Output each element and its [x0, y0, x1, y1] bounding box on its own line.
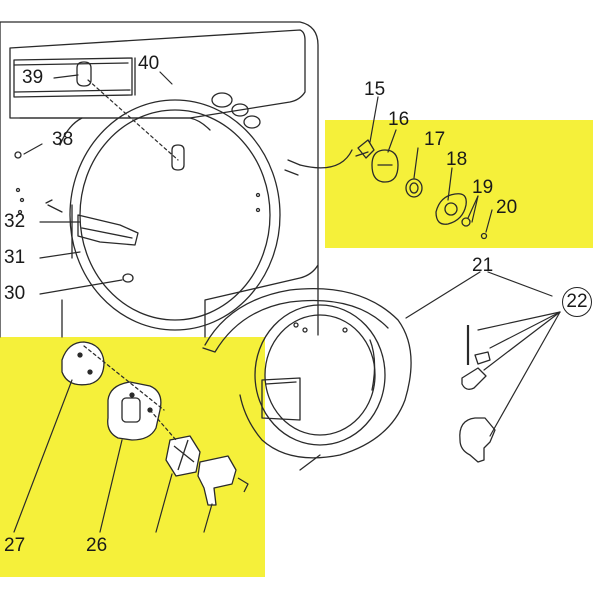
part-17 [405, 178, 423, 198]
callout-32: 32 [4, 211, 26, 232]
callout-19: 19 [472, 177, 494, 198]
door-assembly [204, 287, 412, 459]
callout-20: 20 [496, 197, 518, 218]
callout-38: 38 [52, 129, 74, 150]
callout-17: 17 [424, 129, 446, 150]
callout-39: 39 [22, 67, 44, 88]
part-18 [435, 193, 467, 225]
callout-30: 30 [4, 283, 26, 304]
callout-40: 40 [138, 53, 160, 74]
callout-21: 21 [472, 255, 494, 276]
control-panel [9, 29, 306, 119]
door-opening [69, 99, 281, 331]
callout-27: 27 [4, 535, 26, 556]
part-24 [197, 455, 237, 506]
highlight-region-door-lock [325, 120, 593, 248]
hinge [77, 214, 139, 246]
handle-part [459, 417, 496, 463]
catch-part [461, 367, 487, 390]
callout-26: 26 [86, 535, 108, 556]
part-20 [480, 232, 488, 240]
callout-18: 18 [446, 149, 468, 170]
callout-15: 15 [364, 79, 386, 100]
part-16 [371, 149, 399, 183]
callout-22: 22 [562, 287, 592, 317]
callout-31: 31 [4, 247, 26, 268]
drawer-handle [76, 61, 92, 87]
part-19 [461, 217, 471, 227]
part-27 [61, 341, 105, 386]
part-15 [357, 139, 375, 159]
callout-16: 16 [388, 109, 410, 130]
